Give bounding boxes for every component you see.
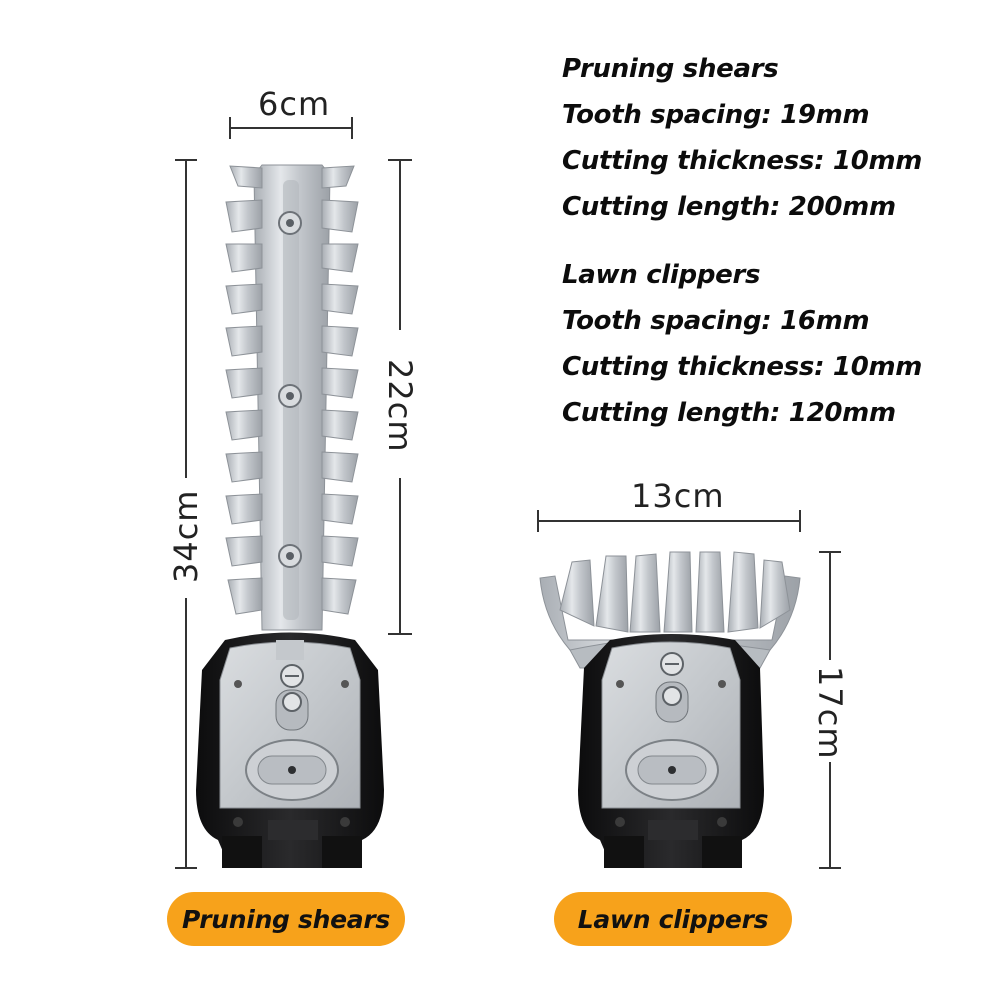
shears-total-dimension — [175, 159, 197, 869]
lawn-tooth-spacing: Tooth spacing: 16mm — [562, 306, 870, 336]
pruning-shears-label: Pruning shears — [167, 892, 405, 946]
clippers-width-label: 13cm — [631, 477, 725, 515]
lawn-clippers-housing — [578, 634, 764, 868]
clippers-length-label: 17cm — [811, 666, 849, 760]
pruning-cutting-length: Cutting length: 200mm — [562, 192, 896, 222]
shears-width-label: 6cm — [258, 85, 331, 123]
shears-width-dimension — [229, 117, 353, 139]
lawn-cutting-thickness: Cutting thickness: 10mm — [562, 352, 923, 382]
shears-blade-dimension — [388, 159, 412, 635]
lawn-specs-heading: Lawn clippers — [562, 260, 761, 290]
pruning-tooth-spacing: Tooth spacing: 19mm — [562, 100, 870, 130]
clippers-length-dimension — [819, 551, 841, 869]
pruning-cutting-thickness: Cutting thickness: 10mm — [562, 146, 923, 176]
shears-total-length-label: 34cm — [167, 489, 205, 583]
shears-blade-length-label: 22cm — [381, 359, 419, 453]
pruning-shears-housing — [196, 632, 384, 868]
clippers-width-dimension — [537, 510, 801, 532]
lawn-clippers-label: Lawn clippers — [554, 892, 792, 946]
lawn-cutting-length: Cutting length: 120mm — [562, 398, 896, 428]
pruning-specs-heading: Pruning shears — [562, 54, 779, 84]
pruning-shears-blade — [225, 164, 359, 631]
